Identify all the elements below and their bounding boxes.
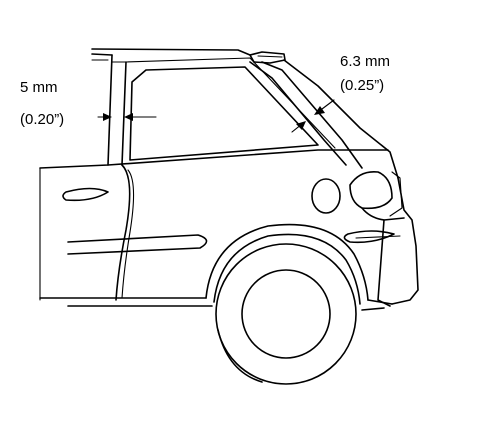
door-shut-line xyxy=(115,164,135,301)
roof-spoiler xyxy=(249,51,286,64)
rocker-panel xyxy=(39,297,393,311)
b-pillar xyxy=(107,54,127,166)
left-gap-imperial: (0.20”) xyxy=(20,111,64,128)
left-gap-callout: 5 mm (0.20”) xyxy=(20,79,157,128)
quarter-window xyxy=(125,57,336,161)
roof-line xyxy=(91,48,255,63)
rear-wheel xyxy=(215,243,357,385)
right-gap-metric: 6.3 mm xyxy=(340,53,390,70)
body-side-molding xyxy=(67,230,395,255)
rear-bumper xyxy=(355,177,419,307)
tail-lamp xyxy=(349,170,403,217)
wheel-arch xyxy=(205,223,369,305)
fuel-door xyxy=(311,178,341,214)
c-pillar xyxy=(249,59,399,179)
door-handle xyxy=(62,187,109,202)
left-gap-metric: 5 mm xyxy=(20,79,58,96)
belt-line xyxy=(39,149,389,169)
right-gap-imperial: (0.25”) xyxy=(340,77,384,94)
right-gap-callout: 6.3 mm (0.25”) xyxy=(291,53,390,133)
